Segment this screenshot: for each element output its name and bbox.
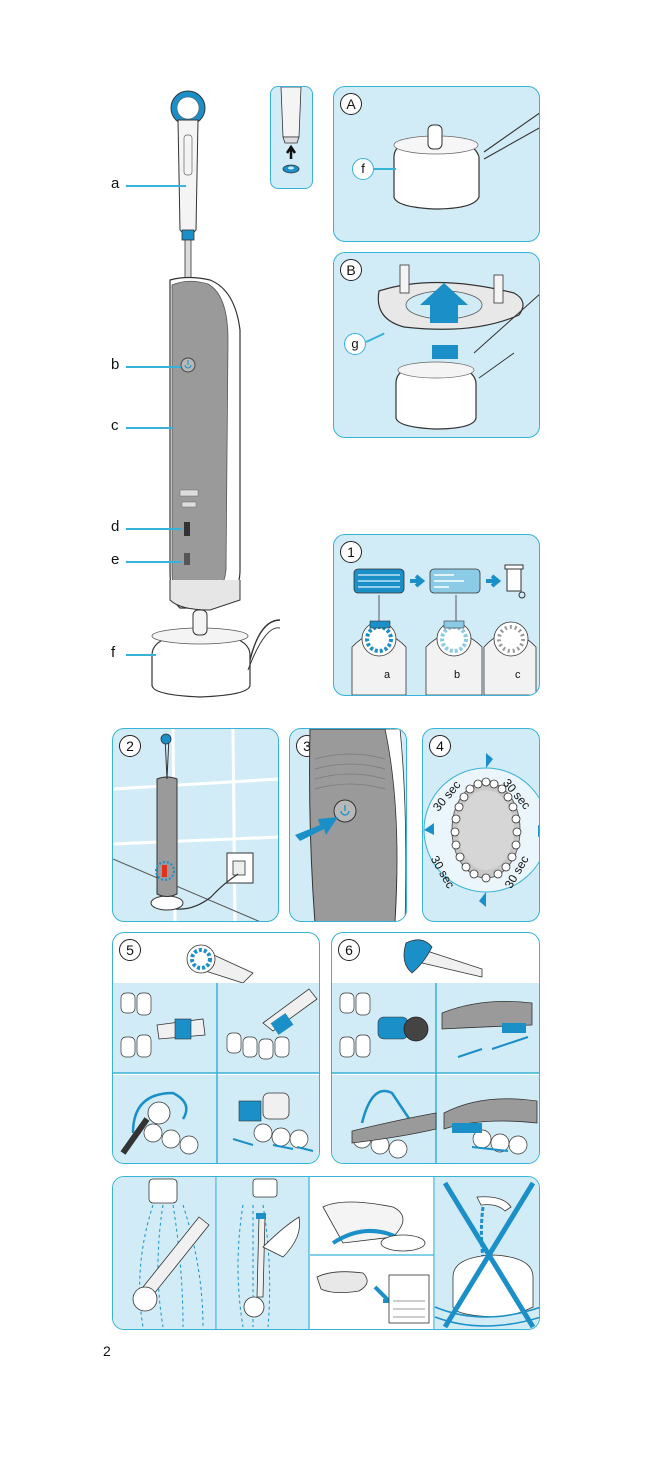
leader-e: [126, 561, 182, 563]
panel-7: 7: [112, 1176, 540, 1330]
badge-2: 2: [119, 735, 141, 757]
label-a: a: [111, 175, 120, 192]
badge-4: 4: [429, 735, 451, 757]
panel-3: 3: [289, 728, 407, 922]
panel-a-label: f: [352, 158, 374, 180]
panel-b-label: g: [344, 333, 366, 355]
badge-5: 5: [119, 939, 141, 961]
label-b: b: [111, 356, 120, 373]
label-c: c: [111, 417, 119, 434]
panel-6: 6: [331, 932, 540, 1164]
leader-d: [126, 528, 182, 530]
brush-head-icon: [170, 90, 206, 281]
panel-2: 2: [112, 728, 279, 922]
label-d: d: [111, 518, 120, 535]
panel-a: A f: [333, 86, 540, 242]
page-number: 2: [103, 1343, 111, 1359]
badge-a: A: [340, 93, 362, 115]
badge-1: 1: [340, 541, 362, 563]
leader-f: [126, 654, 156, 656]
panel-5: 5: [112, 932, 320, 1164]
leader-a: [126, 185, 186, 187]
label-e: e: [111, 551, 120, 568]
panel-1-label-c: c: [515, 669, 521, 681]
panel-1-label-b: b: [454, 669, 461, 681]
charger-icon: [151, 609, 280, 698]
handle-icon: [169, 276, 241, 611]
brush-head-ring-panel: [270, 86, 313, 189]
leader-b: [126, 366, 181, 368]
panel-1: 1 a b c: [333, 534, 540, 696]
badge-6: 6: [338, 939, 360, 961]
panel-1-label-a: a: [384, 669, 391, 681]
panel-b: B g: [333, 252, 540, 438]
label-f: f: [111, 644, 116, 661]
main-toothbrush-illustration: [100, 80, 280, 700]
leader-c: [126, 427, 174, 429]
panel-4: 4 30 sec 30 sec 30 sec 30 sec: [422, 728, 540, 922]
badge-b: B: [340, 259, 362, 281]
panel-a-leader: [374, 168, 396, 170]
